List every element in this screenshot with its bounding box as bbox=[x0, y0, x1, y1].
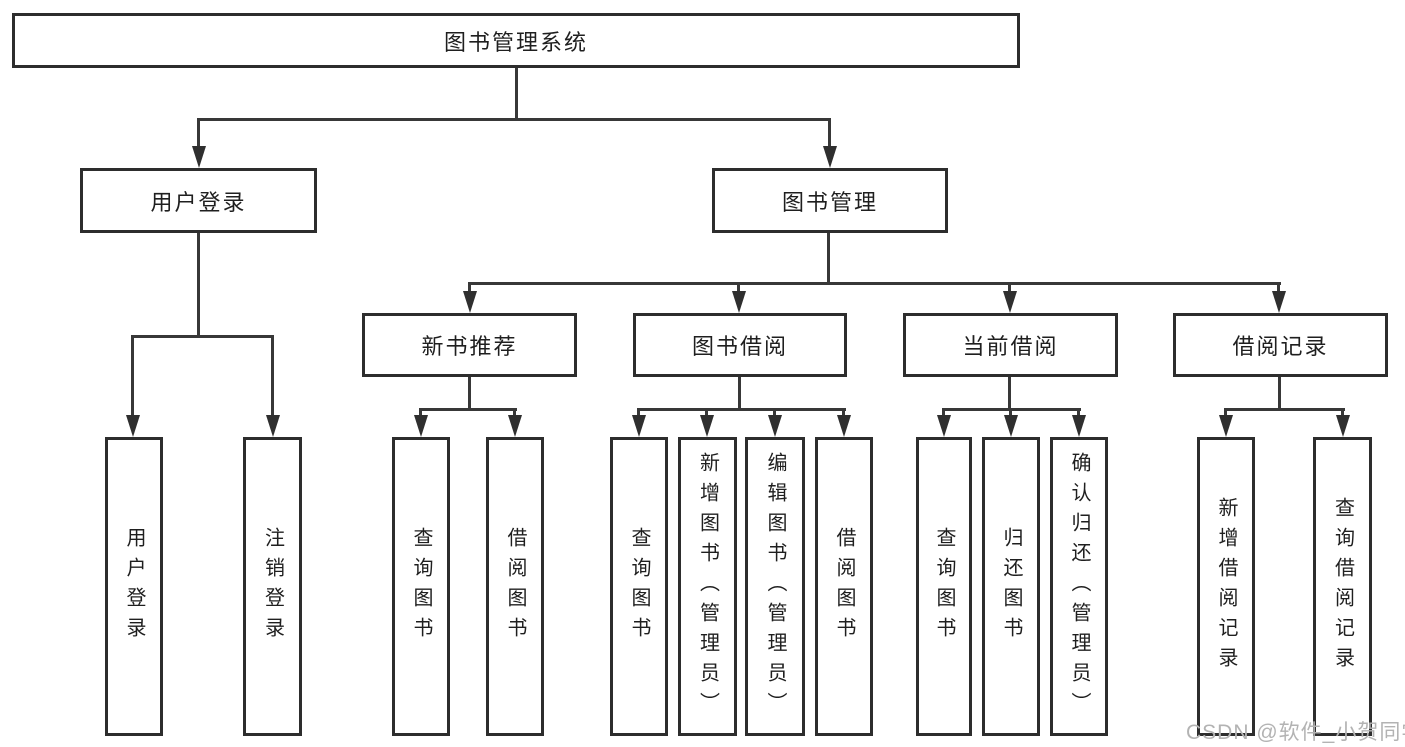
leaf-add-borrow-record: 新增借阅记录 bbox=[1197, 437, 1255, 736]
connector-line bbox=[1277, 282, 1280, 293]
connector-line bbox=[197, 118, 200, 146]
arrow-down-icon bbox=[837, 415, 851, 437]
node-book-management-label: 图书管理 bbox=[781, 189, 878, 215]
leaf-borrow-books-recommend: 借阅图书 bbox=[486, 437, 544, 736]
connector-line bbox=[468, 377, 471, 408]
arrow-down-icon bbox=[1219, 415, 1233, 437]
arrow-down-icon bbox=[1272, 291, 1286, 313]
connector-line bbox=[1224, 408, 1227, 416]
leaf-query-borrow-record: 查询借阅记录 bbox=[1313, 437, 1372, 736]
node-book-borrowing: 图书借阅 bbox=[633, 313, 847, 377]
connector-line bbox=[1224, 408, 1345, 411]
node-new-book-recommend-label: 新书推荐 bbox=[421, 334, 518, 359]
node-user-login: 用户登录 bbox=[80, 168, 317, 233]
leaf-return-books-label: 归还图书 bbox=[1000, 526, 1022, 647]
connector-line bbox=[468, 282, 471, 293]
connector-line bbox=[1341, 408, 1344, 416]
node-library-system-label: 图书管理系统 bbox=[443, 29, 588, 55]
leaf-user-login: 用户登录 bbox=[105, 437, 163, 736]
connector-line bbox=[419, 408, 517, 411]
connector-line bbox=[738, 377, 741, 408]
node-book-borrowing-label: 图书借阅 bbox=[691, 334, 788, 359]
arrow-down-icon bbox=[126, 415, 140, 437]
arrow-down-icon bbox=[1072, 415, 1086, 437]
leaf-borrow-books-label: 借阅图书 bbox=[833, 526, 855, 647]
leaf-edit-books-admin-label: 编辑图书（管理员） bbox=[764, 451, 786, 722]
arrow-down-icon bbox=[414, 415, 428, 437]
connector-line bbox=[1009, 408, 1012, 416]
leaf-logout: 注销登录 bbox=[243, 437, 302, 736]
connector-line bbox=[705, 408, 708, 416]
leaf-query-borrow-record-label: 查询借阅记录 bbox=[1331, 496, 1354, 677]
connector-line bbox=[271, 335, 274, 415]
connector-line bbox=[197, 118, 831, 121]
connector-line bbox=[1008, 377, 1011, 408]
connector-line bbox=[773, 408, 776, 416]
csdn-watermark: CSDN @软件_小贺同学 bbox=[1186, 721, 1405, 744]
connector-line bbox=[942, 408, 945, 416]
node-current-borrowing-label: 当前借阅 bbox=[962, 334, 1059, 359]
leaf-return-books: 归还图书 bbox=[982, 437, 1040, 736]
arrow-down-icon bbox=[463, 291, 477, 313]
connector-line bbox=[197, 233, 200, 335]
arrow-down-icon bbox=[700, 415, 714, 437]
connector-line bbox=[468, 282, 1281, 285]
leaf-add-borrow-record-label: 新增借阅记录 bbox=[1215, 496, 1237, 677]
arrow-down-icon bbox=[632, 415, 646, 437]
arrow-down-icon bbox=[192, 146, 206, 168]
leaf-confirm-return-admin-label: 确认归还（管理员） bbox=[1068, 451, 1090, 722]
leaf-borrow-books: 借阅图书 bbox=[815, 437, 873, 736]
connector-line bbox=[827, 233, 830, 282]
arrow-down-icon bbox=[823, 146, 837, 168]
node-borrowing-records-label: 借阅记录 bbox=[1232, 334, 1329, 359]
leaf-user-login-label: 用户登录 bbox=[123, 526, 145, 647]
leaf-query-books-borrowing-label: 查询图书 bbox=[628, 526, 650, 647]
connector-line bbox=[419, 408, 422, 416]
arrow-down-icon bbox=[1003, 291, 1017, 313]
arrow-down-icon bbox=[508, 415, 522, 437]
connector-line bbox=[131, 335, 134, 415]
connector-line bbox=[131, 335, 274, 338]
leaf-edit-books-admin: 编辑图书（管理员） bbox=[745, 437, 805, 736]
leaf-query-books-current: 查询图书 bbox=[916, 437, 972, 736]
connector-line bbox=[828, 118, 831, 146]
connector-line bbox=[737, 282, 740, 293]
leaf-query-books-current-label: 查询图书 bbox=[933, 526, 955, 647]
leaf-borrow-books-recommend-label: 借阅图书 bbox=[504, 526, 526, 647]
arrow-down-icon bbox=[732, 291, 746, 313]
node-library-system: 图书管理系统 bbox=[12, 13, 1020, 68]
leaf-query-books-recommend: 查询图书 bbox=[392, 437, 450, 736]
connector-line bbox=[842, 408, 845, 416]
node-borrowing-records: 借阅记录 bbox=[1173, 313, 1388, 377]
connector-line bbox=[1008, 282, 1011, 293]
leaf-confirm-return-admin: 确认归还（管理员） bbox=[1050, 437, 1108, 736]
node-book-management: 图书管理 bbox=[712, 168, 948, 233]
connector-line bbox=[515, 68, 518, 118]
arrow-down-icon bbox=[1336, 415, 1350, 437]
arrow-down-icon bbox=[1004, 415, 1018, 437]
connector-line bbox=[637, 408, 846, 411]
leaf-logout-label: 注销登录 bbox=[261, 526, 284, 647]
arrow-down-icon bbox=[937, 415, 951, 437]
arrow-down-icon bbox=[768, 415, 782, 437]
leaf-query-books-recommend-label: 查询图书 bbox=[410, 526, 432, 647]
connector-line bbox=[637, 408, 640, 416]
leaf-query-books-borrowing: 查询图书 bbox=[610, 437, 668, 736]
connector-line bbox=[1077, 408, 1080, 416]
node-new-book-recommend: 新书推荐 bbox=[362, 313, 577, 377]
leaf-add-books-admin-label: 新增图书（管理员） bbox=[696, 451, 719, 722]
leaf-add-books-admin: 新增图书（管理员） bbox=[678, 437, 737, 736]
node-user-login-label: 用户登录 bbox=[150, 189, 247, 215]
arrow-down-icon bbox=[266, 415, 280, 437]
connector-line bbox=[1278, 377, 1281, 408]
node-current-borrowing: 当前借阅 bbox=[903, 313, 1118, 377]
connector-line bbox=[513, 408, 516, 416]
